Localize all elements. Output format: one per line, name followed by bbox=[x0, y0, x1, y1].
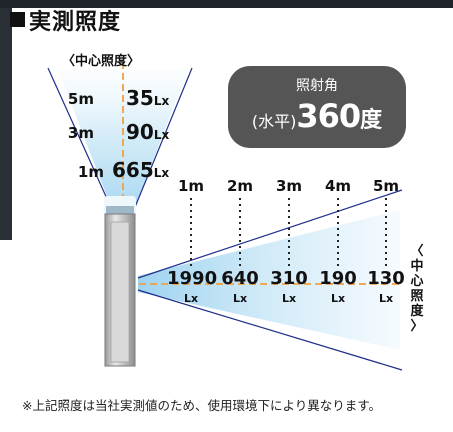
horizontal-distance-4m: 4m bbox=[324, 177, 352, 195]
side-caption-char: 度 bbox=[410, 304, 424, 319]
vertical-distance-5m: 5m bbox=[67, 90, 94, 108]
beam-angle-label: 照射角 bbox=[296, 78, 338, 94]
vertical-beam-edge-left bbox=[47, 67, 114, 213]
horizontal-unit-3m: Lx bbox=[281, 292, 297, 305]
side-center-illuminance-caption: 〈 中 心 照 度 〉 bbox=[408, 244, 426, 334]
horizontal-lux-4m: 190 bbox=[319, 268, 357, 289]
horizontal-beam-edge-bottom bbox=[137, 289, 403, 371]
horizontal-lux-1m: 1990 bbox=[167, 268, 218, 289]
vertical-lux-3m: 90Lx bbox=[126, 120, 170, 144]
horizontal-beam-edge-top bbox=[137, 189, 403, 279]
side-caption-char: 〈 bbox=[410, 244, 424, 259]
beam-angle-value-row: (水平)360度 bbox=[228, 97, 406, 135]
beam-angle-unit: 度 bbox=[360, 108, 383, 133]
horizontal-distance-5m: 5m bbox=[372, 177, 400, 195]
horizontal-distance-2m: 2m bbox=[226, 177, 254, 195]
horizontal-distance-3m: 3m bbox=[275, 177, 303, 195]
beam-angle-paren: (水平) bbox=[251, 112, 297, 131]
side-caption-char: 中 bbox=[410, 259, 424, 274]
horizontal-unit-1m: Lx bbox=[183, 292, 199, 305]
horizontal-unit-5m: Lx bbox=[378, 292, 394, 305]
vertical-distance-3m: 3m bbox=[67, 124, 94, 142]
vertical-lux-5m: 35Lx bbox=[126, 86, 170, 110]
dark-strip-top bbox=[0, 0, 453, 8]
title-square-icon bbox=[10, 12, 25, 27]
vertical-beam-edge-right bbox=[132, 67, 193, 213]
horizontal-distance-1m: 1m bbox=[177, 177, 205, 195]
side-caption-char: 〉 bbox=[410, 319, 424, 334]
vertical-distance-1m: 1m bbox=[77, 163, 104, 181]
vertical-lux-1m: 665Lx bbox=[112, 158, 170, 182]
horizontal-lux-5m: 130 bbox=[367, 268, 405, 289]
side-caption-char: 照 bbox=[410, 289, 424, 304]
beam-angle-badge: 照射角 (水平)360度 bbox=[228, 66, 406, 148]
horizontal-unit-2m: Lx bbox=[232, 292, 248, 305]
center-illuminance-caption: 〈中心照度〉 bbox=[62, 54, 141, 69]
horizontal-lux-2m: 640 bbox=[221, 268, 259, 289]
footnote: ※上記照度は当社実測値のため、使用環境下により異なります。 bbox=[22, 398, 381, 413]
side-caption-char: 心 bbox=[410, 274, 424, 289]
lamp-inner bbox=[110, 221, 130, 363]
horizontal-beam bbox=[138, 210, 400, 350]
horizontal-unit-4m: Lx bbox=[330, 292, 346, 305]
beam-angle-value: 360 bbox=[296, 97, 361, 135]
horizontal-lux-3m: 310 bbox=[270, 268, 308, 289]
page-title: 実測照度 bbox=[29, 10, 122, 35]
lamp-head bbox=[106, 206, 134, 216]
